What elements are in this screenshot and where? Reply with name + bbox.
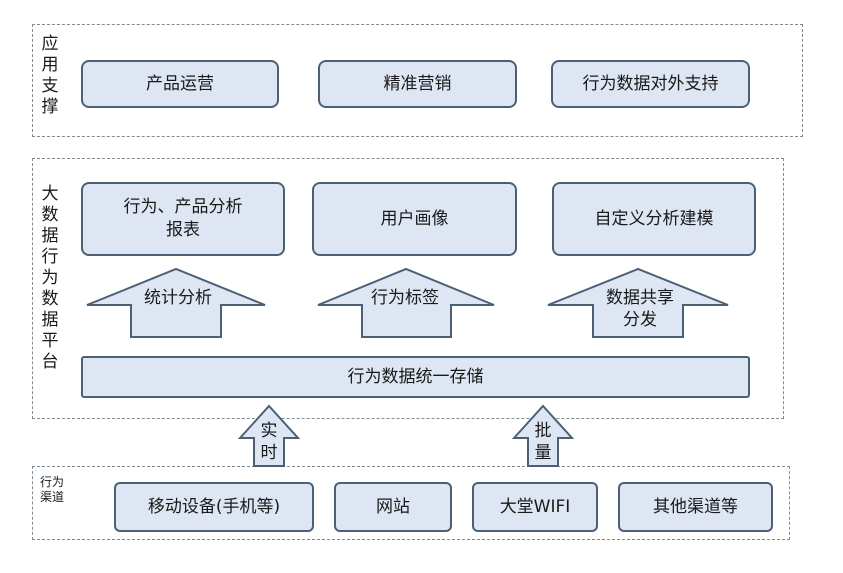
storage-label: 行为数据统一存储 — [347, 366, 484, 387]
connector-label-batch: 批量 — [534, 421, 552, 463]
up-arrow-tags — [317, 267, 495, 338]
platform-box-reports: 行为、产品分析报表 — [81, 182, 285, 256]
unified-storage-bar: 行为数据统一存储 — [81, 356, 750, 398]
arrow-label-sharing: 数据共享分发 — [606, 288, 674, 330]
platform-box-label: 用户画像 — [380, 208, 449, 229]
platform-box-custom-modeling: 自定义分析建模 — [552, 182, 756, 256]
up-arrow-sharing — [547, 267, 729, 338]
channels-frame — [32, 466, 790, 540]
channel-box-mobile: 移动设备(手机等) — [114, 482, 314, 532]
app-support-label: 应用支撑 — [41, 34, 59, 117]
platform-box-user-profile: 用户画像 — [312, 182, 517, 256]
app-box-precision-marketing: 精准营销 — [318, 60, 517, 108]
app-box-external-support: 行为数据对外支持 — [551, 60, 750, 108]
app-box-label: 精准营销 — [383, 73, 452, 94]
platform-box-label: 自定义分析建模 — [594, 208, 714, 229]
connector-label-realtime: 实时 — [260, 421, 278, 463]
platform-label: 大数据行为数据平台 — [41, 184, 59, 372]
channel-box-lobby-wifi: 大堂WIFI — [472, 482, 598, 532]
up-arrow-realtime — [237, 404, 301, 467]
channel-box-website: 网站 — [334, 482, 452, 532]
arrow-label-statistics: 统计分析 — [144, 288, 212, 308]
platform-frame — [32, 158, 784, 419]
channel-label: 移动设备(手机等) — [147, 496, 281, 517]
app-box-label: 产品运营 — [146, 73, 214, 94]
channels-label: 行为渠道 — [40, 475, 65, 504]
arrow-label-tags: 行为标签 — [371, 288, 439, 308]
channel-label: 其他渠道等 — [653, 496, 738, 517]
up-arrow-statistics — [86, 267, 266, 338]
app-support-frame — [32, 24, 803, 137]
up-arrow-batch — [511, 404, 575, 467]
channel-label: 网站 — [376, 496, 410, 517]
channel-box-others: 其他渠道等 — [618, 482, 773, 532]
app-box-product-ops: 产品运营 — [81, 60, 279, 108]
app-box-label: 行为数据对外支持 — [582, 73, 719, 94]
platform-box-label: 行为、产品分析报表 — [123, 197, 243, 240]
channel-label: 大堂WIFI — [499, 496, 571, 517]
